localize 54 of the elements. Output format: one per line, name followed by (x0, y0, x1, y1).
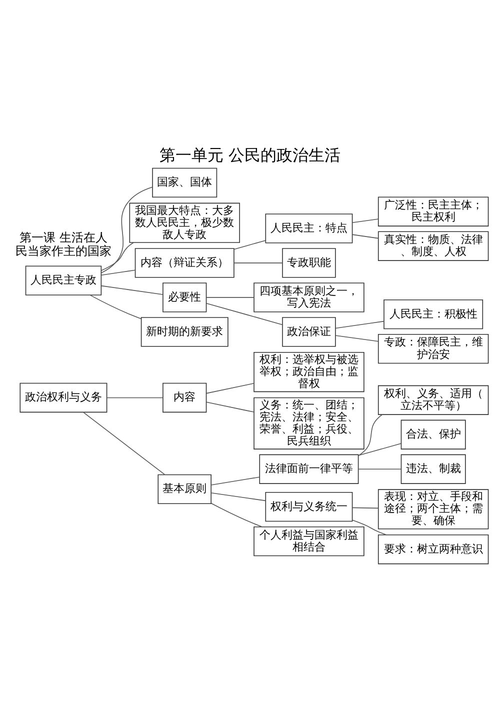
node-box: 必要性 (162, 282, 207, 312)
connector (352, 234, 379, 238)
node-box: 权利、义务、适用（立法不平等） (378, 384, 489, 414)
connector (90, 294, 142, 319)
connector (234, 262, 283, 263)
connector (106, 396, 164, 398)
connector (206, 296, 254, 298)
connector (100, 186, 153, 273)
connector (210, 492, 266, 501)
node-box: 义务：统一、团结；宪法、法律；安全、荣誉、利益；兵役、民兵组织 (254, 396, 364, 449)
node-box: 违法、制裁 (400, 454, 466, 484)
connector (352, 506, 379, 508)
node-box: 政治权利与义务 (20, 382, 108, 412)
node-box: 人民民主：积极性 (384, 298, 484, 329)
node-box: 专政职能 (282, 248, 336, 278)
connector (100, 242, 134, 270)
node-box: 法律面前一律平等 (259, 454, 359, 484)
node-box: 四项基本原则之一，写入宪法 (254, 282, 364, 312)
connector (101, 269, 136, 275)
node-box: 人民民主专政 (25, 265, 102, 295)
connector (352, 519, 387, 535)
node-box: 合法、保护 (400, 419, 466, 449)
node-box: 新时期的新要求 (140, 316, 228, 346)
connector (206, 302, 283, 325)
diagram-title: 第一单元 公民的政治生活 (159, 144, 341, 164)
node-box: 内容 (162, 382, 207, 412)
node-box: 真实性：物质、法律、制度、人权 (378, 230, 489, 260)
node-box: 专政：保障民主，维护治安 (378, 333, 489, 364)
connector (358, 442, 402, 456)
node-box: 政治保证 (282, 316, 336, 346)
connector (206, 401, 254, 412)
node-box: 我国最大特点：大多数人民民主，极少数敌人专政 (129, 202, 240, 242)
connector (358, 468, 402, 470)
connector (210, 502, 263, 527)
node-box: 基本原则 (158, 474, 212, 504)
connector (82, 411, 165, 474)
node-box: 内容（辩证关系） (134, 248, 234, 278)
connector (335, 320, 384, 328)
connector (234, 240, 266, 250)
connector (206, 382, 254, 394)
node-box: 表现：对立、手段和途径；两个主体；需要、确保 (378, 488, 489, 529)
node-box: 广泛性：民主主体；民主权利 (378, 196, 489, 226)
node-box: 权利：选举权与被选举权；政治自由；监督权 (254, 352, 364, 392)
label: 第一课 生活在人民当家作主的国家 (15, 230, 112, 258)
node-box: 要求：树立两种意识 (378, 534, 489, 564)
connector (101, 284, 164, 294)
node-box: 国家、国体 (152, 167, 218, 198)
connector (358, 414, 383, 456)
node-box: 人民民主：特点 (265, 213, 353, 243)
connector (335, 334, 379, 342)
connector (210, 476, 260, 485)
node-box: 个人利益与国家利益相结合 (254, 526, 364, 556)
node-box: 权利与义务统一 (265, 492, 353, 522)
connector (352, 218, 379, 222)
